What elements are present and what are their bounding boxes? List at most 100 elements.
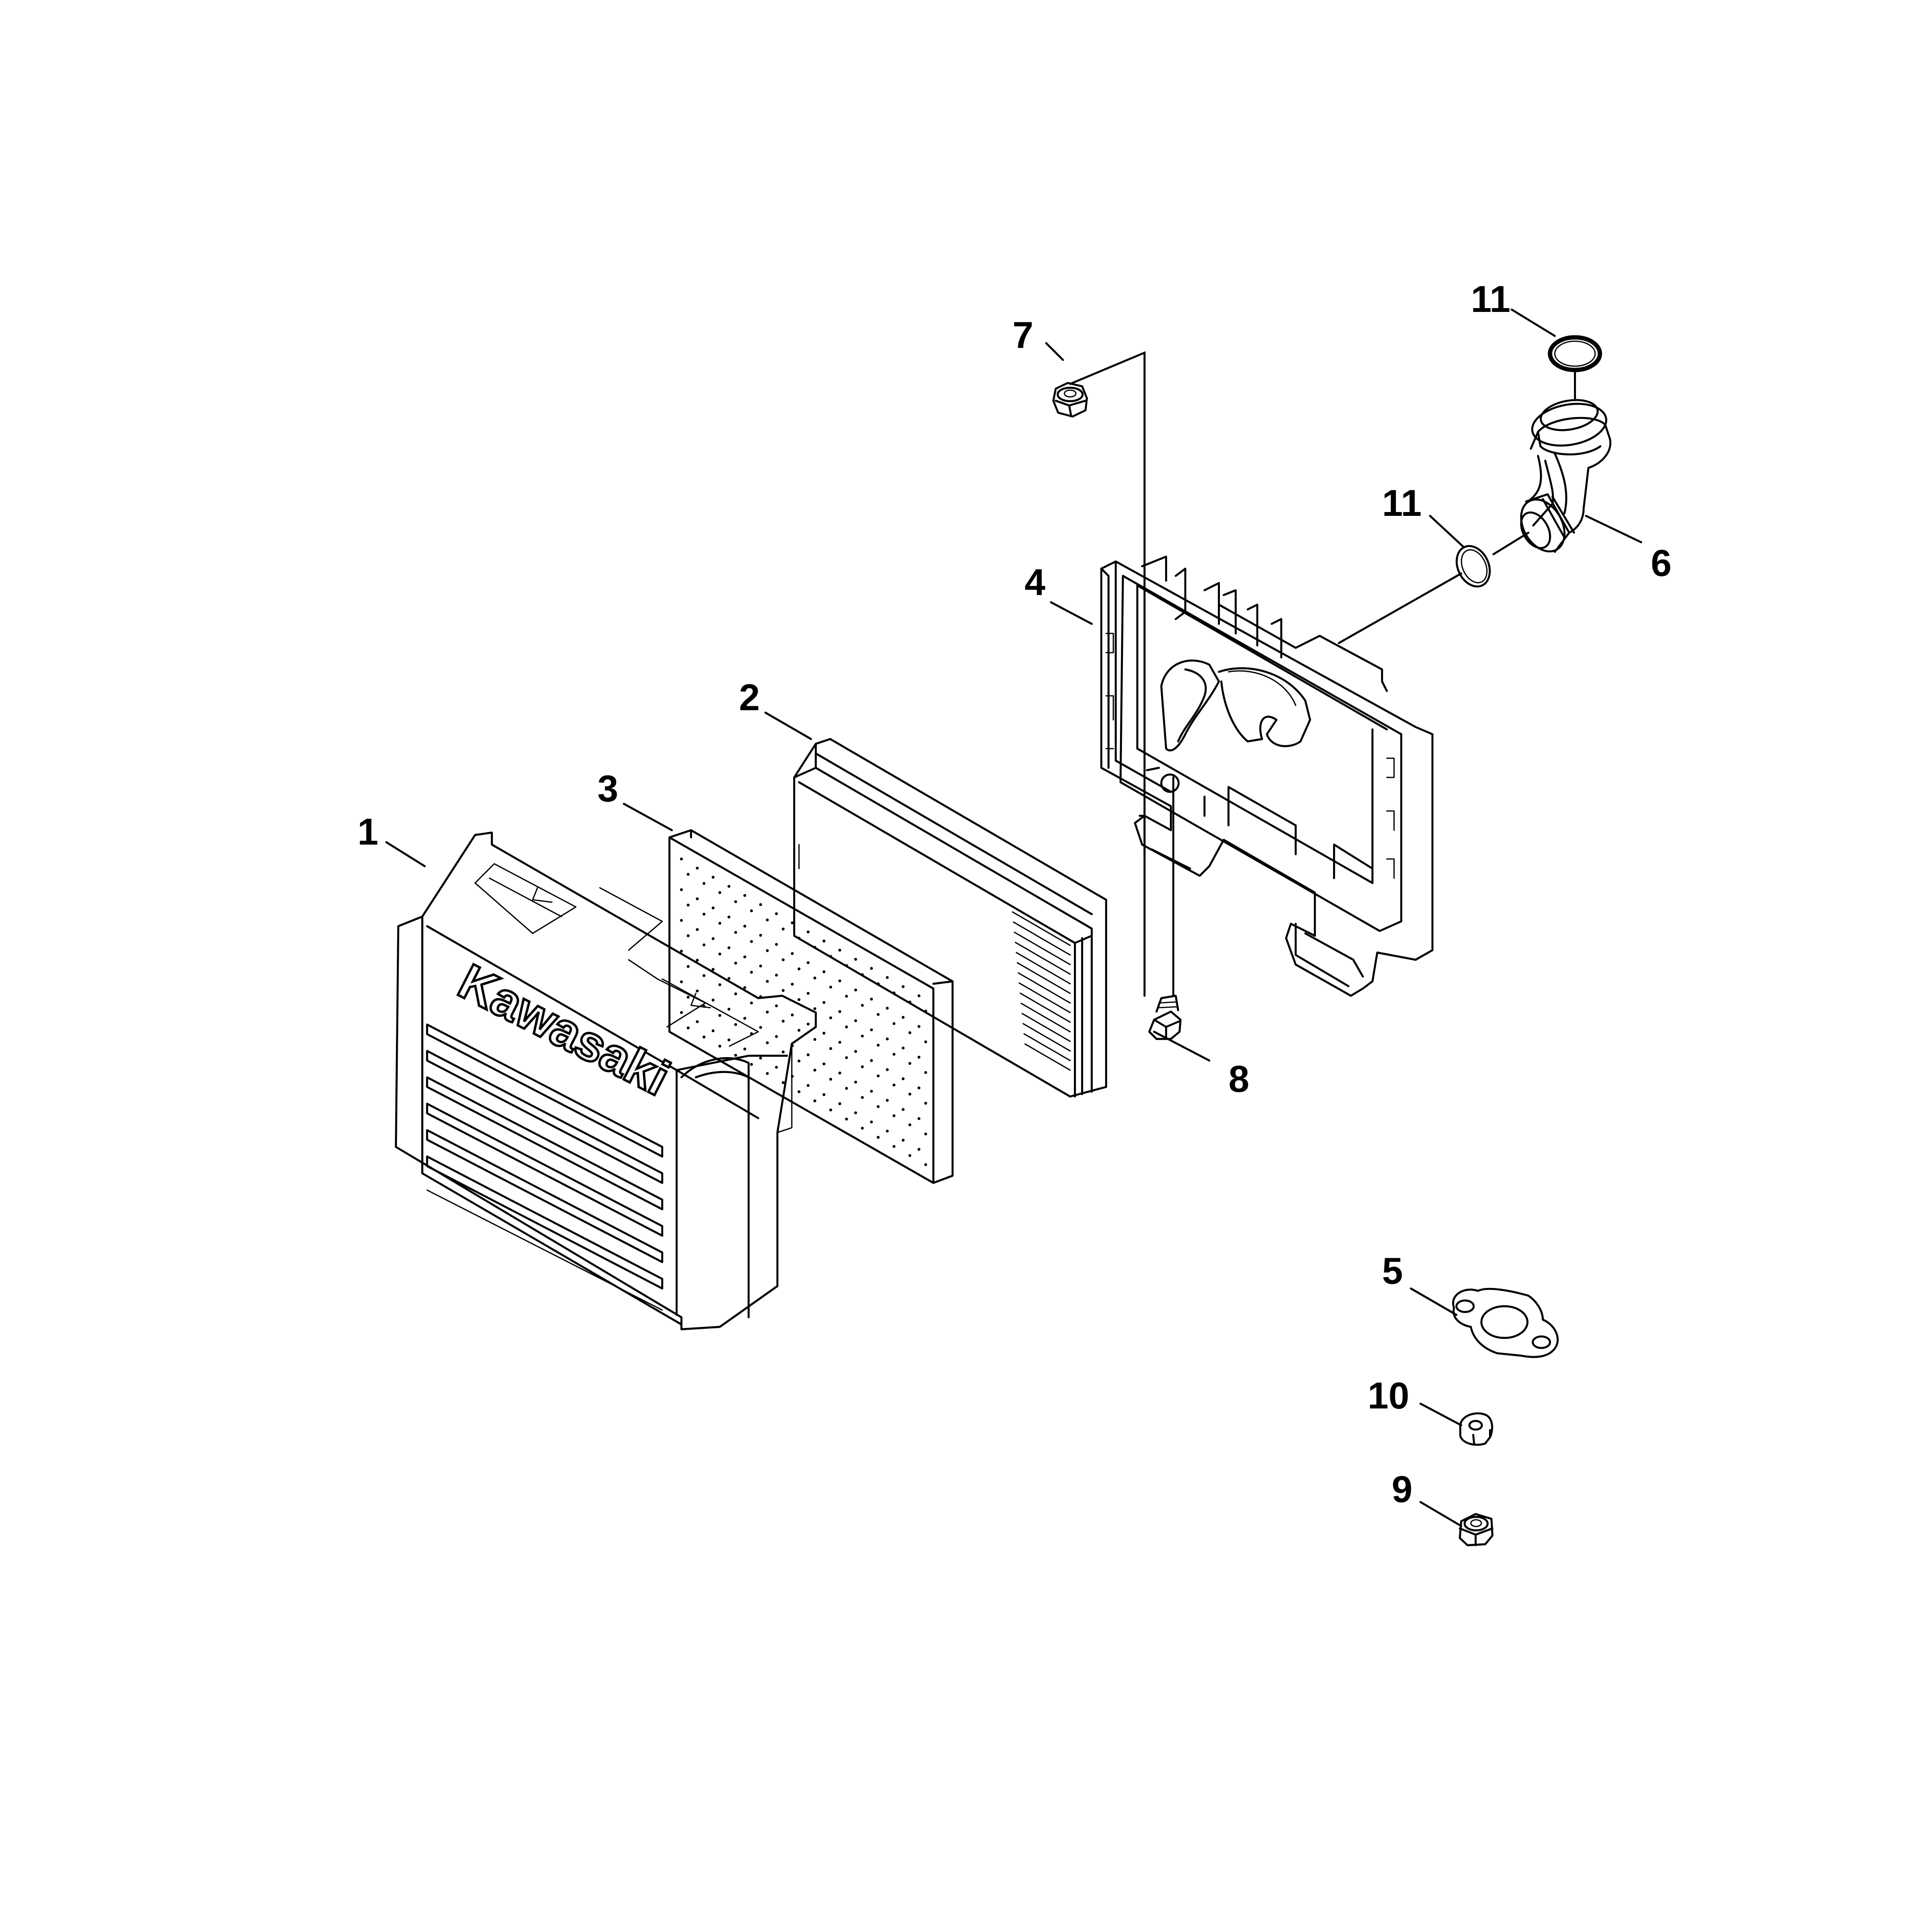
foam-dot	[775, 943, 778, 946]
foam-dot	[727, 1008, 730, 1011]
foam-dot	[829, 1016, 832, 1019]
foam-texture	[680, 858, 927, 1166]
pleat-line	[1021, 1013, 1071, 1042]
part-9-nut[interactable]	[1458, 1513, 1494, 1547]
foam-dot	[845, 1056, 848, 1059]
foam-dot	[908, 1031, 911, 1034]
part-3-pre-cleaner[interactable]	[668, 829, 954, 1184]
part-10-washer[interactable]	[1459, 1412, 1493, 1446]
foam-dot	[782, 928, 785, 930]
foam-dot	[845, 1026, 848, 1028]
foam-dot	[854, 1050, 857, 1053]
pleat-line	[1020, 1002, 1071, 1033]
foam-dot	[870, 967, 873, 970]
foam-dot	[893, 1114, 895, 1117]
foam-dot	[687, 1026, 690, 1029]
foam-dot	[734, 1054, 737, 1057]
foam-dot	[838, 1041, 841, 1044]
foam-dot	[727, 885, 730, 888]
foam-dot	[807, 1053, 810, 1056]
pleat-line	[1014, 931, 1071, 966]
foam-dot	[718, 1045, 721, 1048]
foam-dot	[861, 1127, 864, 1130]
callout-9: 9	[1392, 1468, 1412, 1510]
foam-dot	[861, 1004, 864, 1007]
foam-dot	[838, 949, 841, 952]
foam-dot	[782, 1081, 785, 1084]
pleat-line	[1017, 972, 1071, 1004]
part-2-element[interactable]	[793, 738, 1108, 1098]
foam-dot	[845, 1118, 848, 1121]
foam-dot	[877, 1074, 880, 1077]
foam-dot	[750, 971, 753, 974]
part-4-base[interactable]	[1100, 555, 1434, 997]
foam-dot	[798, 1029, 800, 1032]
foam-dot	[823, 1062, 825, 1065]
foam-dot	[845, 1087, 848, 1090]
foam-dot	[718, 983, 721, 986]
foam-dot	[886, 1099, 889, 1102]
foam-dot	[680, 950, 683, 953]
foam-dot	[813, 1099, 816, 1102]
foam-dot	[924, 1102, 927, 1105]
foam-dot	[791, 952, 794, 955]
foam-dot	[886, 1130, 889, 1133]
part-5-gasket[interactable]	[1452, 1288, 1559, 1358]
foam-dot	[766, 980, 769, 983]
foam-dot	[877, 1044, 880, 1047]
foam-dot	[718, 953, 721, 955]
foam-dot	[893, 1022, 895, 1025]
foam-dot	[696, 867, 699, 870]
foam-dot	[791, 921, 794, 924]
foam-dot	[877, 1136, 880, 1139]
foam-dot	[696, 928, 699, 931]
foam-dot	[766, 1041, 769, 1044]
pleat-line	[1023, 1033, 1071, 1061]
foam-dot	[798, 998, 800, 1001]
foam-dot	[680, 1011, 683, 1014]
foam-dot	[924, 1133, 927, 1135]
foam-dot	[798, 1090, 800, 1093]
part-11-o-ring-upper[interactable]	[1548, 335, 1602, 372]
part-6-elbow[interactable]	[1512, 396, 1611, 559]
foam-dot	[813, 1007, 816, 1010]
foam-dot	[861, 1065, 864, 1068]
foam-dot	[829, 1078, 832, 1081]
foam-dot	[823, 940, 825, 942]
foam-dot	[703, 882, 705, 885]
foam-dot	[902, 985, 905, 988]
foam-dot	[766, 918, 769, 921]
foam-dot	[734, 992, 737, 995]
foam-dot	[924, 1040, 927, 1043]
part-1-cover[interactable]: Kawasaki	[394, 831, 817, 1331]
foam-dot	[918, 1086, 920, 1089]
foam-dot	[829, 986, 832, 989]
foam-dot	[750, 1002, 753, 1004]
foam-dot	[854, 1019, 857, 1022]
foam-dot	[813, 977, 816, 979]
foam-dot	[696, 990, 699, 992]
foam-dot	[718, 891, 721, 894]
part-11-o-ring-lower[interactable]	[1450, 541, 1496, 592]
foam-dot	[854, 1111, 857, 1114]
foam-dot	[918, 1056, 920, 1059]
callout-labels: 1 2 3 4 5 6 7 8 9 10 11 11	[358, 278, 1671, 1510]
foam-dot	[775, 974, 778, 977]
foam-dot	[696, 1020, 699, 1023]
foam-dot	[703, 1036, 705, 1038]
foam-dot	[823, 1032, 825, 1035]
foam-dot	[743, 986, 746, 989]
part-7-nut[interactable]	[1052, 382, 1088, 418]
foam-dot	[687, 996, 690, 999]
foam-dot	[791, 1075, 794, 1078]
foam-dot	[918, 1117, 920, 1120]
foam-dot	[791, 983, 794, 986]
foam-dot	[829, 1047, 832, 1050]
foam-dot	[813, 1069, 816, 1072]
foam-dot	[854, 989, 857, 991]
foam-dot	[734, 900, 737, 903]
foam-dot	[696, 897, 699, 900]
callout-8: 8	[1228, 1058, 1249, 1100]
part-8-bolt[interactable]	[1148, 994, 1182, 1040]
pleat-lines	[1012, 911, 1071, 1071]
